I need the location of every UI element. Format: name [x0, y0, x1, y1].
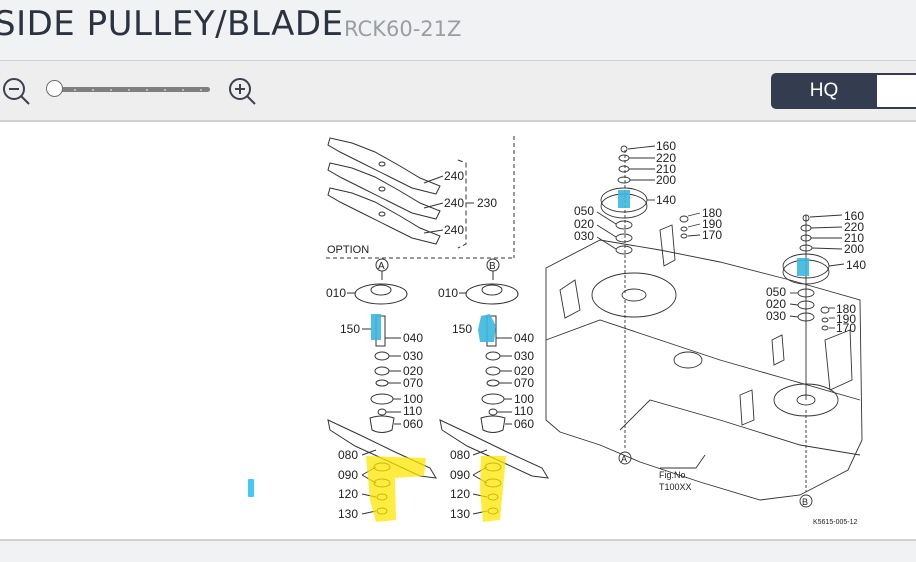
figure-label: Fig.No.	[659, 470, 688, 480]
mower-deck	[545, 145, 863, 508]
footer-bar	[0, 541, 916, 562]
highlight-selected	[797, 258, 809, 276]
slider-tick	[110, 89, 112, 91]
part-label[interactable]: 020	[574, 217, 594, 231]
part-label[interactable]: 040	[403, 331, 423, 345]
zoom-toolbar: HQ	[0, 61, 916, 122]
part-label[interactable]: 070	[514, 376, 534, 390]
part-label[interactable]: 180	[836, 302, 856, 316]
part-label[interactable]: 190	[702, 217, 722, 231]
highlight-selected	[371, 314, 381, 340]
reference-marker-a: A	[621, 454, 627, 464]
reference-marker-b: B	[802, 497, 808, 507]
part-label[interactable]: 120	[450, 487, 470, 501]
drawing-code: K5615-005-12	[813, 519, 857, 526]
slider-tick	[200, 89, 202, 91]
part-label[interactable]: 200	[656, 173, 676, 187]
part-label[interactable]: 190	[836, 312, 856, 326]
part-label[interactable]: 170	[836, 321, 856, 335]
option-blades-group: 240 240 240 230 OPTION	[326, 136, 515, 259]
part-label[interactable]: 060	[403, 417, 423, 431]
part-label[interactable]: 050	[574, 204, 594, 218]
diagram-canvas[interactable]: 240 240 240 230 OPTION	[0, 122, 916, 541]
reference-marker-b: B	[489, 261, 496, 272]
part-label[interactable]: 030	[514, 349, 534, 363]
option-label: OPTION	[327, 244, 369, 256]
zoom-in-button[interactable]	[226, 75, 258, 107]
part-label[interactable]: 150	[340, 322, 360, 336]
part-label[interactable]: 090	[450, 468, 470, 482]
zoom-out-icon	[3, 78, 30, 105]
part-label[interactable]: 060	[514, 417, 534, 431]
highlight-marked	[480, 456, 506, 522]
slider-tick	[146, 89, 148, 91]
hq-button[interactable]: HQ	[771, 73, 877, 109]
part-label[interactable]: 240	[444, 169, 464, 183]
part-label[interactable]: 010	[438, 286, 458, 300]
part-label[interactable]: 240	[444, 223, 464, 237]
highlight-marked	[366, 456, 426, 522]
reference-marker-a: A	[378, 261, 385, 272]
part-label[interactable]: 090	[338, 468, 358, 482]
parts-diagram: 240 240 240 230 OPTION	[326, 136, 866, 526]
part-label[interactable]: 030	[766, 309, 786, 323]
part-label[interactable]: 160	[656, 139, 676, 153]
part-label[interactable]: 050	[766, 285, 786, 299]
part-label[interactable]: 120	[338, 487, 358, 501]
part-label[interactable]: 080	[338, 448, 358, 462]
part-label[interactable]: 150	[452, 322, 472, 336]
part-label[interactable]: 160	[844, 209, 864, 223]
part-label[interactable]: 100	[514, 392, 534, 406]
part-label[interactable]: 020	[514, 364, 534, 378]
zoom-slider[interactable]	[46, 80, 212, 100]
part-label[interactable]: 210	[656, 162, 676, 176]
highlight-selected	[478, 314, 496, 342]
part-label[interactable]: 240	[444, 196, 464, 210]
model-number: RCK60-21Z	[344, 17, 462, 41]
part-label[interactable]: 010	[326, 286, 346, 300]
part-label[interactable]: 110	[403, 404, 422, 418]
slider-tick	[128, 89, 130, 91]
part-label[interactable]: 030	[403, 349, 423, 363]
zoom-out-button[interactable]	[0, 75, 32, 107]
part-label[interactable]: 080	[450, 448, 470, 462]
part-label[interactable]: 180	[702, 206, 722, 220]
part-label[interactable]: 140	[846, 258, 866, 272]
part-label[interactable]: 030	[574, 229, 594, 243]
highlight-selected	[618, 190, 630, 208]
part-label[interactable]: 100	[403, 392, 423, 406]
part-label[interactable]: 220	[844, 220, 864, 234]
page-title: SIDE PULLEY/BLADE	[0, 4, 344, 44]
hotspot-marker[interactable]	[248, 479, 254, 497]
slider-tick	[182, 89, 184, 91]
figure-number: T100XX	[659, 482, 692, 492]
part-label[interactable]: 070	[403, 376, 423, 390]
part-label[interactable]: 130	[338, 507, 358, 521]
part-label[interactable]: 020	[403, 364, 423, 378]
part-label[interactable]: 130	[450, 507, 470, 521]
part-label[interactable]: 040	[514, 331, 534, 345]
standard-quality-button[interactable]	[877, 73, 916, 109]
part-label[interactable]: 210	[844, 231, 864, 245]
slider-tick	[92, 89, 94, 91]
part-label[interactable]: 170	[702, 228, 722, 242]
slider-tick	[164, 89, 166, 91]
part-label[interactable]: 200	[844, 242, 864, 256]
zoom-in-icon	[229, 78, 256, 105]
part-label[interactable]: 140	[656, 193, 676, 207]
slider-thumb[interactable]	[46, 80, 63, 97]
part-label[interactable]: 020	[766, 297, 786, 311]
quality-toggle: HQ	[771, 73, 916, 109]
part-label[interactable]: 110	[514, 404, 533, 418]
part-label[interactable]: 220	[656, 151, 676, 165]
slider-track	[54, 87, 210, 92]
page-header: SIDE PULLEY/BLADE RCK60-21Z	[0, 0, 916, 61]
part-label[interactable]: 230	[477, 196, 497, 210]
slider-tick	[74, 89, 76, 91]
